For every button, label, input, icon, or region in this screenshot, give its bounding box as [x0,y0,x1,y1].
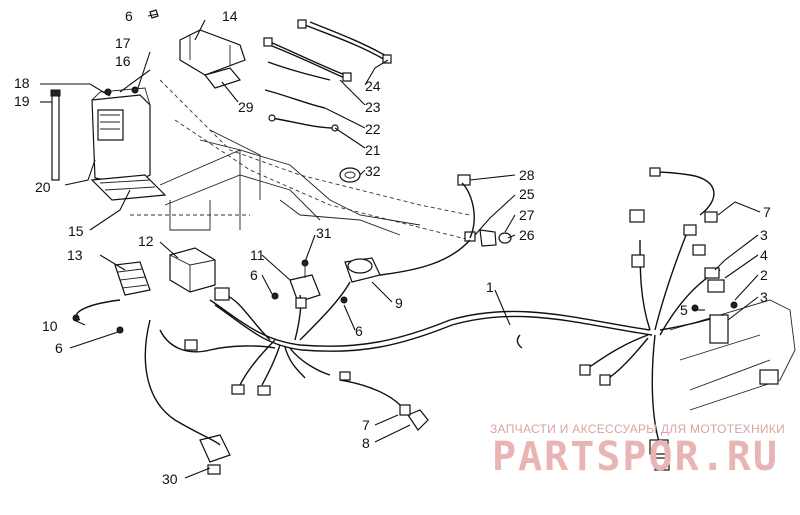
callout-9: 9 [395,295,403,311]
watermark-tagline: ЗАПЧАСТИ И АКСЕССУАРЫ ДЛЯ МОТОТЕХНИКИ [490,422,785,436]
callout-7: 7 [763,204,771,220]
callout-6: 6 [125,8,133,24]
harness-connectors [184,167,779,471]
battery-cable-23 [263,37,352,82]
ground-cable-22 [264,61,331,109]
callout-30: 30 [162,471,178,487]
callout-19: 19 [14,93,30,109]
callout-32: 32 [365,163,381,179]
callout-11: 11 [250,247,265,263]
callout-6-coil: 6 [355,323,363,339]
ground-cable-21 [268,114,339,132]
cover-pad [203,67,242,89]
callout-12: 12 [138,233,154,249]
watermark-logo: PARTSPOR.RU [492,434,779,480]
battery-pad [90,174,167,201]
callout-22: 22 [365,121,381,137]
callout-8: 8 [362,435,370,451]
callout-6-relay: 6 [250,267,258,283]
frame-outline [130,79,796,411]
callout-3-lower: 3 [760,289,768,305]
callout-2: 2 [760,267,768,283]
callout-6-lower: 6 [55,340,63,356]
callout-28: 28 [519,167,535,183]
callout-25: 25 [519,186,535,202]
switch-8 [407,409,429,431]
callout-27: 27 [519,207,535,223]
callout-18: 18 [14,75,30,91]
callout-5: 5 [680,302,688,318]
vent-tube [50,89,61,181]
connector-28 [457,174,471,186]
callout-labels: 6 14 17 16 18 19 20 15 29 24 23 22 21 32… [14,8,771,487]
callout-3: 3 [760,227,768,243]
callout-29: 29 [238,99,254,115]
battery-cable-24 [297,19,392,64]
ignition-coil [344,257,381,283]
grommet [339,167,361,183]
watermark: ЗАПЧАСТИ И АКСЕССУАРЫ ДЛЯ МОТОТЕХНИКИ PA… [490,422,785,480]
regulator-module [169,247,216,293]
callout-15: 15 [68,223,84,239]
battery [91,86,151,186]
callout-21: 21 [365,142,381,158]
callout-24: 24 [365,78,381,94]
ignition-module [114,261,151,296]
callout-16: 16 [115,53,131,69]
callout-13: 13 [67,247,83,263]
callout-7-lower: 7 [362,417,370,433]
callout-23: 23 [365,99,381,115]
callout-17: 17 [115,35,131,51]
connector-30 [199,434,231,475]
callout-4: 4 [760,247,768,263]
screws [72,292,738,334]
callout-1: 1 [486,279,494,295]
leader-lines [40,13,761,479]
callout-31: 31 [316,225,332,241]
main-wiring-harness [75,171,721,446]
callout-20: 20 [35,179,51,195]
callout-10: 10 [42,318,58,334]
callout-26: 26 [519,227,535,243]
starter-relay [289,259,321,303]
callout-14: 14 [222,8,238,24]
